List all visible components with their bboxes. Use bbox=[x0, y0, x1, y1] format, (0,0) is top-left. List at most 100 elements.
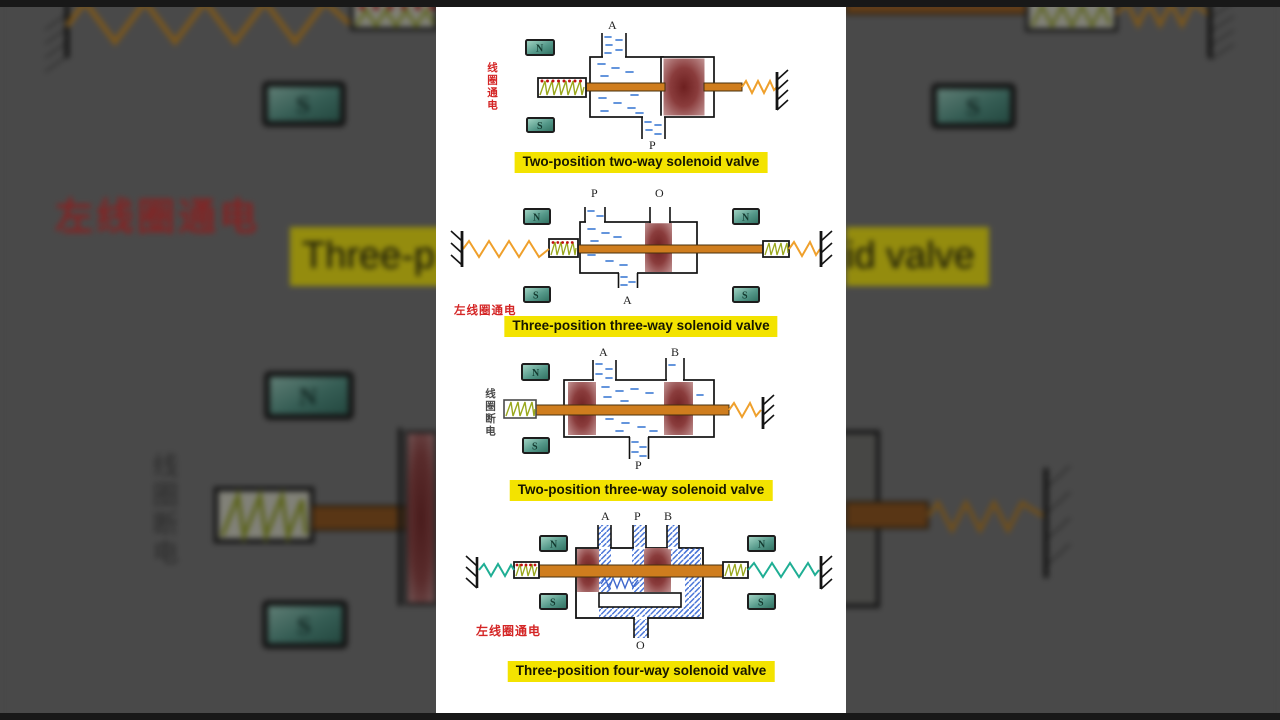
port-tubes bbox=[601, 33, 666, 139]
diagram-3-side-label: 线圈断电 bbox=[484, 388, 496, 438]
magnet-n-right: N bbox=[747, 535, 776, 552]
port-b-label: B bbox=[664, 510, 672, 523]
bg-caption-fragment-right: id valve bbox=[846, 227, 989, 286]
diagram-1-caption: Two-position two-way solenoid valve bbox=[514, 152, 768, 174]
magnet-s-letter: S bbox=[742, 291, 748, 302]
coil-current-dots bbox=[515, 563, 537, 567]
port-tubes bbox=[592, 358, 685, 459]
video-frame[interactable]: A bbox=[436, 0, 846, 720]
magnet-s: S bbox=[526, 117, 555, 133]
diagram-1-two-position-two-way: A bbox=[525, 18, 789, 152]
port-p-label: P bbox=[635, 458, 642, 472]
port-a-label: A bbox=[608, 18, 617, 32]
bg-wall-middle-right bbox=[1043, 465, 1071, 578]
diagram-3-two-position-three-way: A B bbox=[503, 345, 775, 472]
anchor-wall-left bbox=[450, 230, 464, 267]
port-p-label: P bbox=[649, 138, 656, 152]
port-a-label: A bbox=[599, 345, 608, 359]
anchor-wall-right bbox=[819, 555, 833, 590]
diagram-4-caption: Three-position four-way solenoid valve bbox=[507, 661, 775, 683]
port-a-label: A bbox=[601, 510, 610, 523]
magnet-s-letter: S bbox=[532, 442, 538, 453]
magnet-n-right: N bbox=[732, 208, 760, 225]
magnet-n-left: N bbox=[523, 208, 551, 225]
spring-right bbox=[788, 239, 821, 259]
port-b-label: B bbox=[671, 345, 679, 359]
magnet-s-letter: S bbox=[533, 291, 539, 302]
bg-wall-top-left bbox=[44, 2, 70, 73]
magnet-n-letter: N bbox=[533, 213, 541, 224]
magnet-n-letter: N bbox=[532, 368, 540, 379]
diagram-2-caption: Three-position three-way solenoid valve bbox=[504, 316, 778, 338]
diagram-4-side-label: 左线圈通电 bbox=[476, 624, 542, 638]
magnet-s-left: S bbox=[523, 286, 551, 303]
spring-left-teal bbox=[478, 562, 515, 579]
coil-right bbox=[762, 240, 790, 258]
coil-current-dots bbox=[540, 79, 582, 83]
spring-left bbox=[462, 239, 550, 259]
bg-magnet-s-letter: S bbox=[296, 92, 310, 119]
inner-spring-blue bbox=[600, 576, 639, 590]
return-spring bbox=[728, 400, 762, 420]
bg-magnet-s-top-left: S bbox=[262, 81, 346, 127]
rod bbox=[538, 564, 725, 578]
anchor-wall bbox=[775, 69, 789, 111]
bg-magnet-s-letter: S bbox=[966, 94, 980, 121]
rod bbox=[577, 244, 765, 254]
flow-dashes bbox=[587, 210, 636, 286]
magnet-s-letter: S bbox=[537, 121, 543, 132]
port-o-label: O bbox=[636, 638, 645, 652]
bg-valve-body-left bbox=[398, 428, 438, 606]
magnet-s-letter: S bbox=[758, 598, 764, 609]
diagram-2-three-position-three-way: P O bbox=[450, 186, 833, 307]
magnet-n-letter: N bbox=[742, 213, 750, 224]
magnet-s-right: S bbox=[732, 286, 760, 303]
coil-deenergized bbox=[503, 399, 537, 419]
return-spring bbox=[741, 78, 778, 96]
magnet-s-right: S bbox=[747, 593, 776, 610]
diagram-1-side-label: 线圈通电 bbox=[486, 62, 498, 112]
bg-magnet-s-top-right: S bbox=[931, 83, 1016, 129]
rod bbox=[535, 404, 730, 416]
coil-energized bbox=[537, 77, 587, 98]
diagram-3-caption: Two-position three-way solenoid valve bbox=[509, 480, 773, 502]
letterbox-bar-bottom bbox=[0, 713, 1280, 720]
magnet-n-letter: N bbox=[550, 540, 558, 551]
port-p-label: P bbox=[634, 510, 641, 523]
coil-left-energized bbox=[513, 561, 540, 579]
diagram-2-side-label: 左线圈通电 bbox=[454, 305, 517, 317]
bg-magnet-n-letter: N bbox=[299, 384, 317, 411]
inner-channel bbox=[598, 592, 682, 608]
flow-dashes bbox=[597, 36, 662, 135]
bg-spring-middle-right bbox=[926, 498, 1045, 535]
bg-magnet-s-bottom-left: S bbox=[262, 600, 348, 649]
magnet-n-left: N bbox=[539, 535, 568, 552]
magnet-n: N bbox=[525, 39, 555, 56]
coil-left-energized bbox=[548, 238, 579, 258]
magnet-n: N bbox=[521, 363, 550, 381]
magnet-s-letter: S bbox=[550, 598, 556, 609]
anchor-wall-left bbox=[465, 555, 479, 589]
port-o-label: O bbox=[655, 186, 664, 200]
letterbox-bar-top bbox=[0, 0, 1280, 7]
magnet-n-letter: N bbox=[758, 540, 766, 551]
anchor-wall-right bbox=[819, 230, 833, 267]
bg-spring-top-right bbox=[1114, 0, 1210, 30]
port-tubes bbox=[584, 207, 671, 288]
rod bbox=[585, 82, 743, 92]
port-tubes bbox=[597, 525, 680, 638]
bg-coil-energized-text: 左线圈通电 bbox=[55, 197, 261, 239]
diagram-4-three-position-four-way: A P B bbox=[465, 510, 833, 652]
spring-right-teal bbox=[747, 561, 820, 579]
coil-right bbox=[722, 561, 749, 579]
magnet-s-left: S bbox=[539, 593, 568, 610]
magnet-s: S bbox=[522, 437, 550, 454]
bg-coil-deenergized-text: 线圈断电 bbox=[149, 452, 179, 568]
bg-magnet-s-letter: S bbox=[297, 613, 311, 640]
port-p-label: P bbox=[591, 186, 598, 200]
coil-current-dots bbox=[551, 241, 574, 244]
anchor-wall bbox=[761, 394, 775, 429]
bg-caption-fragment-left: Three-p bbox=[290, 227, 448, 286]
port-a-label: A bbox=[623, 293, 632, 307]
